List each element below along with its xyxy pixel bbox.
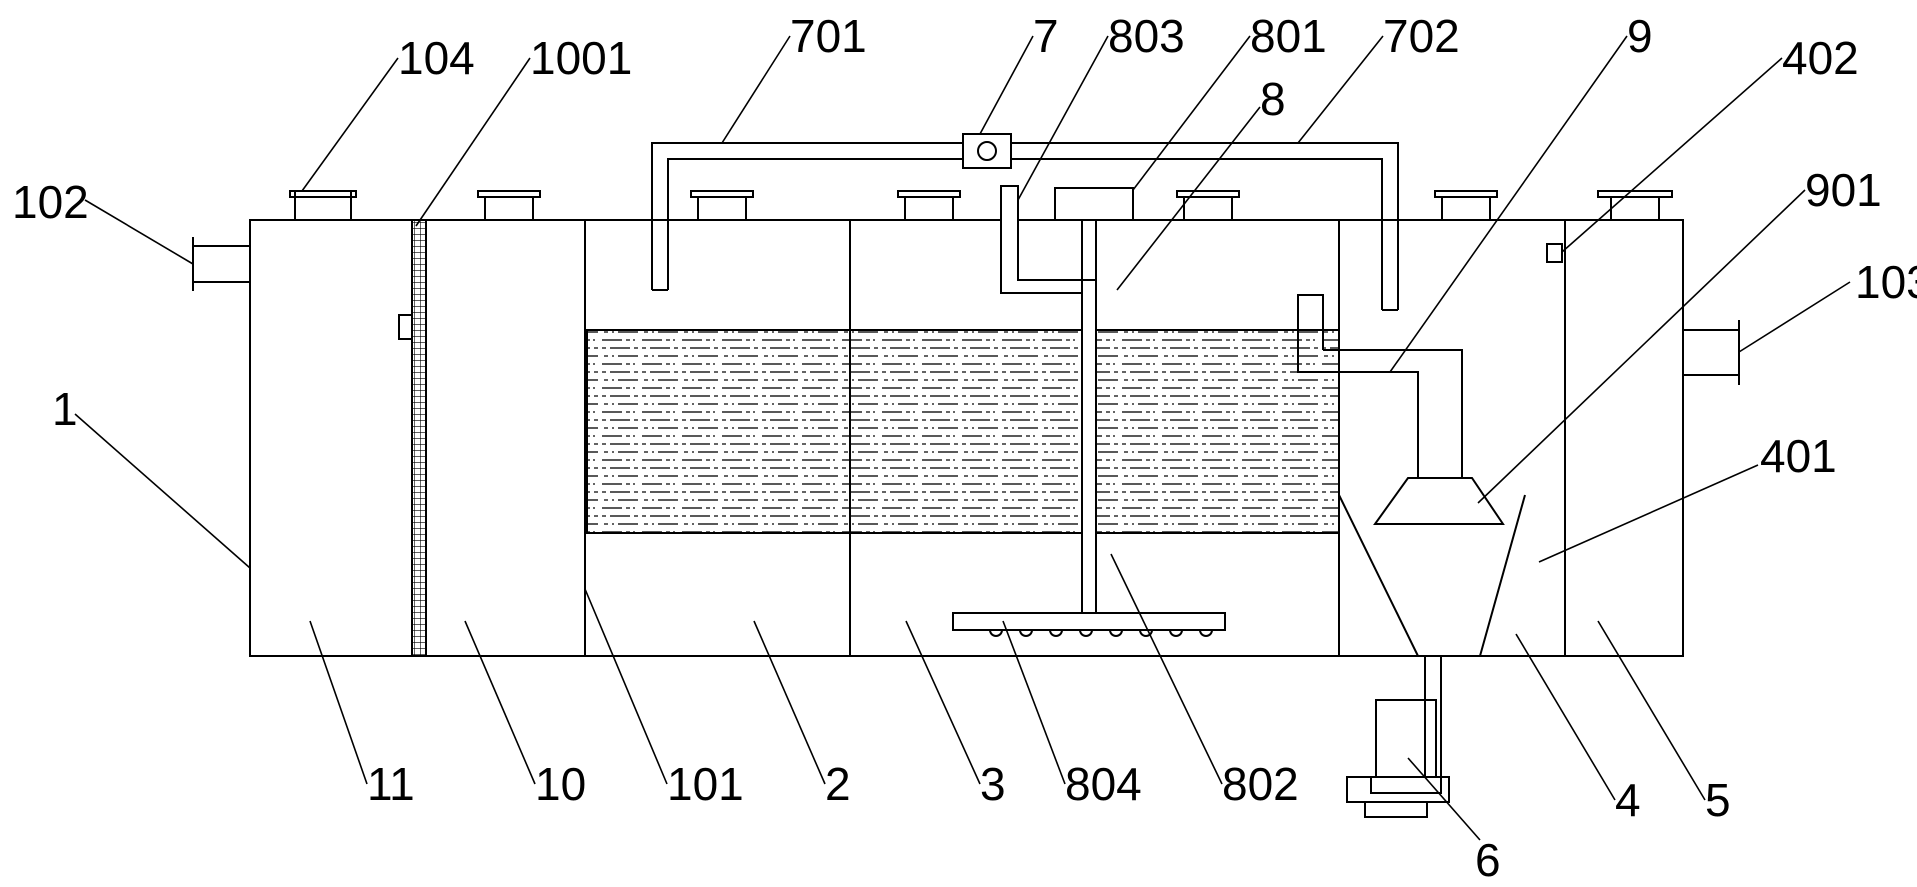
mesh-screen [411, 219, 427, 657]
label-901: 901 [1805, 164, 1882, 216]
label-104: 104 [398, 32, 475, 84]
return-pipe [651, 142, 1399, 311]
drain-pipe [1370, 656, 1442, 794]
pipe-9 [1297, 294, 1463, 479]
label-3: 3 [980, 758, 1006, 810]
label-702: 702 [1383, 10, 1460, 62]
filter-media [586, 329, 1340, 534]
aerator-nozzles [989, 629, 1213, 637]
label-8: 8 [1260, 73, 1286, 125]
mesh-bracket [398, 314, 413, 340]
pump-6-body [1375, 699, 1437, 778]
label-103: 103 [1855, 256, 1917, 308]
label-401: 401 [1760, 430, 1837, 482]
hopper-401 [1338, 494, 1526, 657]
label-701: 701 [790, 10, 867, 62]
inlet-pipe-102 [192, 245, 251, 283]
sensor-402 [1546, 243, 1563, 263]
leader-lines [74, 35, 1851, 841]
label-1001: 1001 [530, 32, 632, 84]
pump-7 [962, 133, 1012, 169]
pump-7-rotor [977, 141, 997, 161]
label-1: 1 [52, 383, 78, 435]
label-402: 402 [1782, 32, 1859, 84]
label-7: 7 [1033, 10, 1059, 62]
label-101: 101 [667, 758, 744, 810]
label-5: 5 [1705, 774, 1731, 826]
outlet-pipe-103 [1682, 329, 1740, 376]
label-801: 801 [1250, 10, 1327, 62]
label-803: 803 [1108, 10, 1185, 62]
label-11: 11 [367, 758, 415, 810]
tank-body [249, 219, 1684, 657]
label-6: 6 [1475, 834, 1501, 886]
label-2: 2 [825, 758, 851, 810]
label-804: 804 [1065, 758, 1142, 810]
label-102: 102 [12, 176, 89, 228]
hood-901 [1373, 477, 1505, 525]
pump-6-foot [1364, 801, 1428, 818]
label-10: 10 [535, 758, 586, 810]
label-9: 9 [1627, 10, 1653, 62]
aerator-804 [952, 612, 1226, 631]
label-4: 4 [1615, 774, 1641, 826]
blower-801 [1054, 187, 1134, 221]
manhole-covers [289, 190, 1673, 221]
label-802: 802 [1222, 758, 1299, 810]
pump-6-base [1346, 776, 1450, 803]
